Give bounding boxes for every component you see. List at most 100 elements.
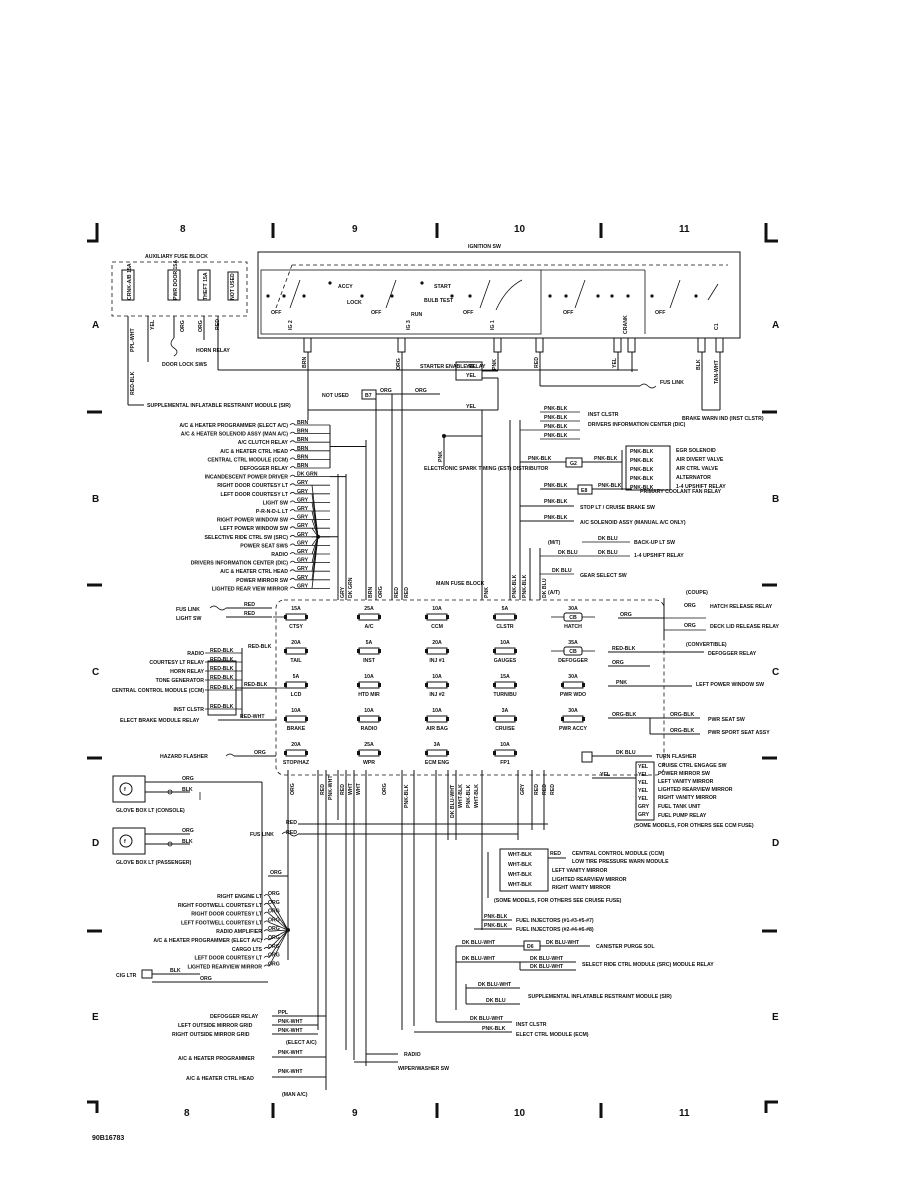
svg-text:PNK-BLK: PNK-BLK <box>594 456 618 462</box>
svg-text:SELECT RIDE CTRL MODULE (SRC): SELECT RIDE CTRL MODULE (SRC) MODULE REL… <box>582 962 714 968</box>
svg-text:YEL: YEL <box>638 764 649 770</box>
wire-color-label: BRN <box>297 437 308 443</box>
fuse-amp: 25A <box>364 606 374 612</box>
fuse-amp: 10A <box>500 640 510 646</box>
load-label: RIGHT FOOTWELL COURTESY LT <box>178 903 263 909</box>
svg-text:LIGHT SW: LIGHT SW <box>176 616 201 622</box>
wire-color-label: DK GRN <box>297 472 318 478</box>
svg-text:RED: RED <box>286 820 297 826</box>
svg-text:GRY: GRY <box>340 586 346 598</box>
svg-text:RED: RED <box>534 784 540 795</box>
svg-text:GRY: GRY <box>520 783 526 795</box>
aux-fuse-block-title: AUXILIARY FUSE BLOCK <box>145 254 208 260</box>
svg-text:YEL: YEL <box>600 772 611 778</box>
svg-text:CANISTER PURGE SOL: CANISTER PURGE SOL <box>596 944 655 950</box>
svg-text:ORG: ORG <box>612 660 624 666</box>
svg-text:PNK-BLK: PNK-BLK <box>630 467 654 473</box>
zone-number: 9 <box>352 224 358 235</box>
corner-mark-bl <box>87 1100 99 1113</box>
load-label: LIGHTED REAR VIEW MIRROR <box>212 586 288 592</box>
load-label: RIGHT ENGINE LT <box>217 894 263 900</box>
svg-text:B7: B7 <box>365 393 372 399</box>
svg-text:(M/T): (M/T) <box>548 540 561 546</box>
svg-text:ORG: ORG <box>382 783 388 795</box>
svg-text:PNK-BLK: PNK-BLK <box>544 515 568 521</box>
bottom-left-load-list: RIGHT ENGINE LT ORG RIGHT FOOTWELL COURTES… <box>153 810 290 970</box>
svg-text:WHT: WHT <box>356 782 362 795</box>
svg-text:CRANK: CRANK <box>623 315 629 334</box>
svg-text:NOT USED: NOT USED <box>230 273 236 300</box>
fuse-amp: 25A <box>364 742 374 748</box>
svg-text:WHT-BLK: WHT-BLK <box>508 882 532 888</box>
svg-text:START: START <box>434 284 452 290</box>
svg-text:YEL: YEL <box>466 373 477 379</box>
load-label: RADIO AMPLIFIER <box>216 929 262 935</box>
wire-color-label: ORG <box>268 917 280 923</box>
fuse-grid: 15ACTSY25AA/C10ACCM5ACLSTR30ACBHATCH20AT… <box>273 606 595 766</box>
load-label: CARGO LTS <box>232 947 263 953</box>
svg-text:PNK-BLK: PNK-BLK <box>482 1026 506 1032</box>
svg-text:IG 3: IG 3 <box>406 320 412 330</box>
svg-text:WHT: WHT <box>348 782 354 795</box>
svg-text:OFF: OFF <box>463 310 473 316</box>
svg-text:PNK-BLK: PNK-BLK <box>544 483 568 489</box>
svg-text:DK BLU-WHT: DK BLU-WHT <box>530 956 564 962</box>
svg-text:G2: G2 <box>570 461 577 467</box>
svg-text:DK BLU-WHT: DK BLU-WHT <box>478 982 512 988</box>
svg-text:RED: RED <box>244 602 255 608</box>
svg-text:DK BLU-WHT: DK BLU-WHT <box>462 956 496 962</box>
svg-text:(ELECT A/C): (ELECT A/C) <box>286 1040 317 1046</box>
svg-text:DK BLU-WHT: DK BLU-WHT <box>450 784 456 818</box>
fuse-amp: 10A <box>500 742 510 748</box>
svg-text:TAN-WHT: TAN-WHT <box>714 359 720 384</box>
load-label: A/C & HEATER PROGRAMMER (ELECT A/C) <box>153 938 262 944</box>
svg-text:DK BLU-WHT: DK BLU-WHT <box>462 940 496 946</box>
svg-text:WHT-BLK: WHT-BLK <box>508 862 532 868</box>
fuse-name: RADIO <box>361 726 378 732</box>
svg-text:RADIO: RADIO <box>404 1052 421 1058</box>
svg-text:DECK LID RELEASE RELAY: DECK LID RELEASE RELAY <box>710 624 780 630</box>
left-top-load-list: A/C & HEATER PROGRAMMER (ELECT A/C)BRNA/… <box>179 420 367 592</box>
load-label: INST CLSTR <box>173 707 204 713</box>
circuit-breaker-label: CB <box>569 649 577 655</box>
wire-color-label: GRY <box>297 549 309 555</box>
svg-text:PNK: PNK <box>616 680 627 686</box>
svg-text:ORG: ORG <box>396 358 402 370</box>
main-fuse-block-title: MAIN FUSE BLOCK <box>436 581 485 587</box>
horn-relay-label: HORN RELAY <box>196 348 230 354</box>
svg-text:LIGHTED REARVIEW MIRROR: LIGHTED REARVIEW MIRROR <box>658 787 733 793</box>
svg-text:LIGHTED REARVIEW MIRROR: LIGHTED REARVIEW MIRROR <box>552 877 627 883</box>
figure-id: 90B16783 <box>92 1135 124 1142</box>
load-label: P-R-N-D-L LT <box>256 509 289 515</box>
svg-text:PNK-BLK: PNK-BLK <box>544 499 568 505</box>
svg-text:ELECT CTRL MODULE (ECM): ELECT CTRL MODULE (ECM) <box>516 1032 589 1038</box>
fuse-name: ECM ENG <box>425 760 449 766</box>
svg-text:BRN: BRN <box>368 587 374 598</box>
svg-text:CRNK-A/B 15A: CRNK-A/B 15A <box>127 263 133 300</box>
fuse-amp: 10A <box>432 708 442 714</box>
svg-text:BACK-UP LT SW: BACK-UP LT SW <box>634 540 675 546</box>
zone-number: 10 <box>514 1108 526 1119</box>
aux-fuse-theft: THEFT 15A <box>197 269 211 301</box>
svg-text:ORG: ORG <box>182 776 194 782</box>
fuse-amp: 30A <box>568 606 578 612</box>
fuse-amp: 5A <box>366 640 373 646</box>
svg-text:A/C & HEATER CTRL HEAD: A/C & HEATER CTRL HEAD <box>186 1076 254 1082</box>
svg-text:ORG-BLK: ORG-BLK <box>670 728 694 734</box>
svg-text:FUEL INJECTORS (#2-#4-#6-#8): FUEL INJECTORS (#2-#4-#6-#8) <box>516 927 594 933</box>
svg-text:PNK: PNK <box>484 587 490 598</box>
fuse-amp: 10A <box>432 674 442 680</box>
svg-text:DK BLU: DK BLU <box>616 750 636 756</box>
load-label: LEFT FOOTWELL COURTESY LT <box>181 920 263 926</box>
fuse-name: DEFOGGER <box>558 658 588 664</box>
fuse-amp: 20A <box>291 640 301 646</box>
svg-text:DRIVERS INFORMATION CENTER (DI: DRIVERS INFORMATION CENTER (DIC) <box>588 422 686 428</box>
